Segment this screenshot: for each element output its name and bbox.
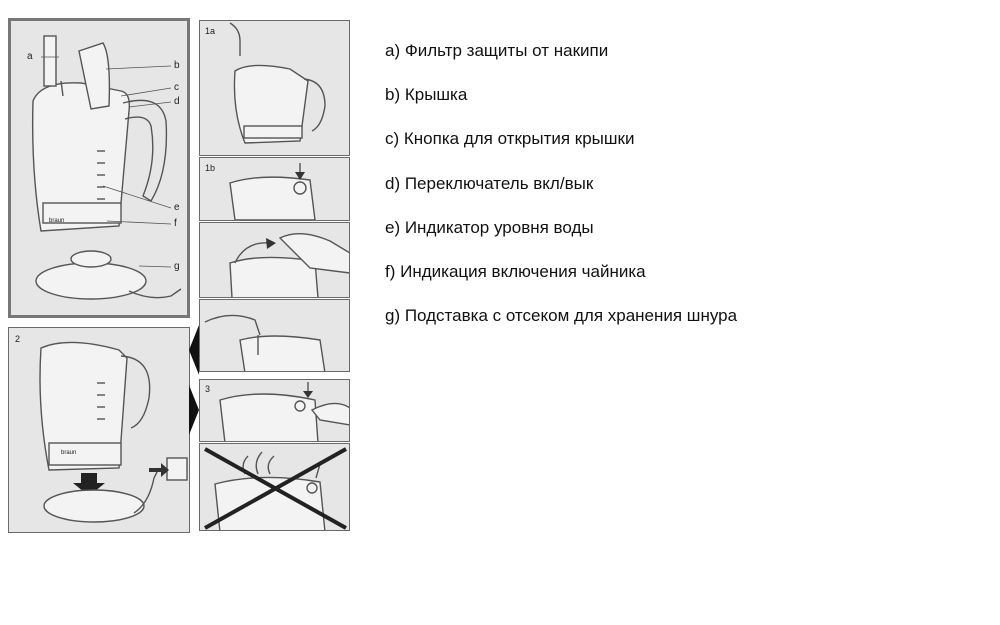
panel-1b: 1b — [199, 157, 350, 221]
legend-item-b: b) Крышка — [385, 85, 468, 105]
callout-d: d — [174, 96, 180, 107]
panel-2: 2 braun — [8, 327, 190, 533]
panel-3b-prohibited — [199, 443, 350, 531]
kettle-overview-drawing — [31, 35, 182, 300]
panel-1c — [199, 222, 350, 298]
panel-1b-label: 1b — [205, 163, 216, 173]
callout-b: b — [174, 60, 180, 71]
panel-1a-drawing — [229, 22, 326, 144]
connector-arrow-down — [189, 385, 199, 435]
panel-3b-drawing — [204, 447, 347, 530]
panel-1c-drawing — [229, 233, 349, 297]
panel-3-drawing — [219, 382, 349, 441]
connector-arrows — [189, 325, 199, 435]
brand-logo: braun — [49, 218, 65, 224]
panel-1a: 1a — [199, 20, 350, 156]
panel-1b-drawing — [229, 163, 316, 220]
legend-item-g: g) Подставка с отсеком для хранения шнур… — [385, 306, 738, 326]
parts-legend: a) Фильтр защиты от накипи b) Крышка c) … — [385, 40, 737, 349]
panel-3-label: 3 — [205, 384, 211, 394]
panel-2-label: 2 — [15, 334, 21, 344]
panel-2-brand-logo: braun — [61, 450, 77, 456]
kettle-overview-panel: a b c d e f g braun — [8, 18, 190, 318]
panel-1d — [199, 299, 350, 372]
legend-item-e: e) Индикатор уровня воды — [385, 217, 594, 237]
callout-e: e — [174, 202, 180, 213]
connector-arrow-up — [189, 325, 199, 375]
legend-item-a: a) Фильтр защиты от накипи — [385, 41, 609, 60]
callout-a: a — [27, 51, 33, 62]
panel-2-drawing — [39, 341, 188, 523]
callout-c: c — [174, 82, 179, 93]
legend-item-f: f) Индикация включения чайника — [385, 261, 646, 281]
legend-item-d: d) Переключатель вкл/вык — [385, 173, 594, 193]
panel-1a-label: 1a — [205, 26, 216, 36]
panel-3: 3 — [199, 379, 350, 442]
callout-f: f — [174, 218, 177, 229]
panel-1d-drawing — [204, 314, 326, 371]
legend-item-c: c) Кнопка для открытия крышки — [385, 129, 635, 149]
callout-g: g — [174, 261, 180, 272]
